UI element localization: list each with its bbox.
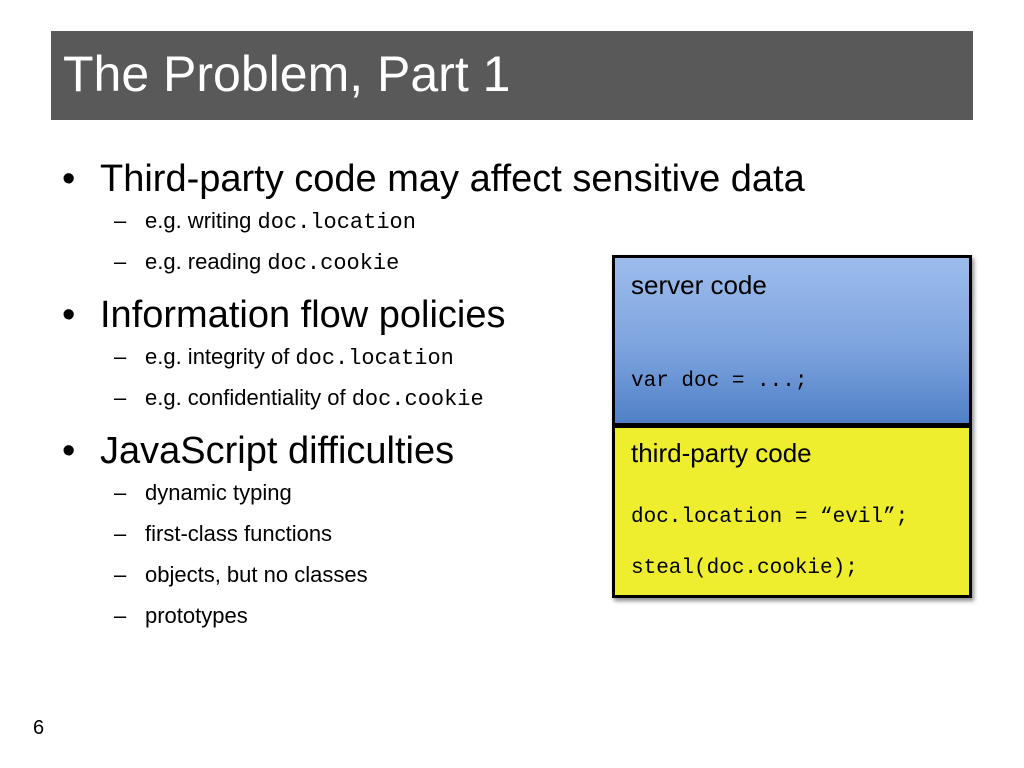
bullet-item: • Information flow policies	[62, 288, 622, 342]
code-term: doc.cookie	[267, 251, 400, 276]
sub-bullet-text: e.g. confidentiality of	[145, 385, 352, 410]
sub-bullet-item: – e.g. confidentiality of doc.cookie	[62, 383, 622, 424]
bullet-item: • JavaScript difficulties	[62, 424, 622, 478]
dash-icon: –	[114, 249, 127, 274]
sub-bullet-text: objects, but no classes	[145, 562, 368, 587]
sub-bullet-item: – prototypes	[62, 601, 622, 642]
sub-bullet-text: prototypes	[145, 603, 248, 628]
dash-icon: –	[114, 480, 127, 505]
dash-icon: –	[114, 562, 127, 587]
third-party-code-line: doc.location = “evil”;	[631, 506, 909, 529]
bullet-text: JavaScript difficulties	[100, 430, 455, 472]
slide-title: The Problem, Part 1	[63, 45, 511, 102]
sub-bullet-text: dynamic typing	[145, 480, 292, 505]
slide-number: 6	[33, 717, 45, 739]
bullet-list: • Third-party code may affect sensitive …	[62, 152, 805, 642]
dash-icon: –	[114, 344, 127, 369]
dash-icon: –	[114, 603, 127, 628]
third-party-code-heading: third-party code	[631, 438, 812, 468]
server-code-box: server code var doc = ...;	[612, 255, 972, 426]
sub-bullet-text: first-class functions	[145, 521, 333, 546]
server-code-heading: server code	[631, 270, 767, 300]
sub-bullet-text: e.g. reading	[145, 249, 268, 274]
sub-bullet-item: – objects, but no classes	[62, 560, 622, 601]
bullet-item: • Third-party code may affect sensitive …	[62, 152, 805, 206]
sub-bullet-text: e.g. integrity of	[145, 344, 296, 369]
code-term: doc.cookie	[351, 387, 484, 412]
bullet-icon: •	[62, 158, 76, 200]
dash-icon: –	[114, 521, 127, 546]
third-party-code-line: steal(doc.cookie);	[631, 557, 858, 580]
dash-icon: –	[114, 385, 127, 410]
code-term: doc.location	[257, 210, 416, 235]
server-code-line: var doc = ...;	[631, 370, 808, 393]
bullet-text: Information flow policies	[100, 294, 506, 336]
bullet-icon: •	[62, 430, 76, 472]
sub-bullet-item: – dynamic typing	[62, 478, 622, 519]
sub-bullet-text: e.g. writing	[145, 208, 258, 233]
bullet-text: Third-party code may affect sensitive da…	[100, 158, 805, 200]
title-bar: The Problem, Part 1	[51, 31, 973, 120]
dash-icon: –	[114, 208, 127, 233]
sub-bullet-item: – e.g. integrity of doc.location	[62, 342, 622, 383]
code-term: doc.location	[295, 346, 454, 371]
sub-bullet-item: – first-class functions	[62, 519, 622, 560]
third-party-code-box: third-party code doc.location = “evil”; …	[612, 426, 972, 598]
sub-bullet-item: – e.g. writing doc.location	[62, 206, 622, 247]
sub-bullet-item: – e.g. reading doc.cookie	[62, 247, 622, 288]
code-diagram: server code var doc = ...; third-party c…	[612, 255, 972, 598]
bullet-icon: •	[62, 294, 76, 336]
